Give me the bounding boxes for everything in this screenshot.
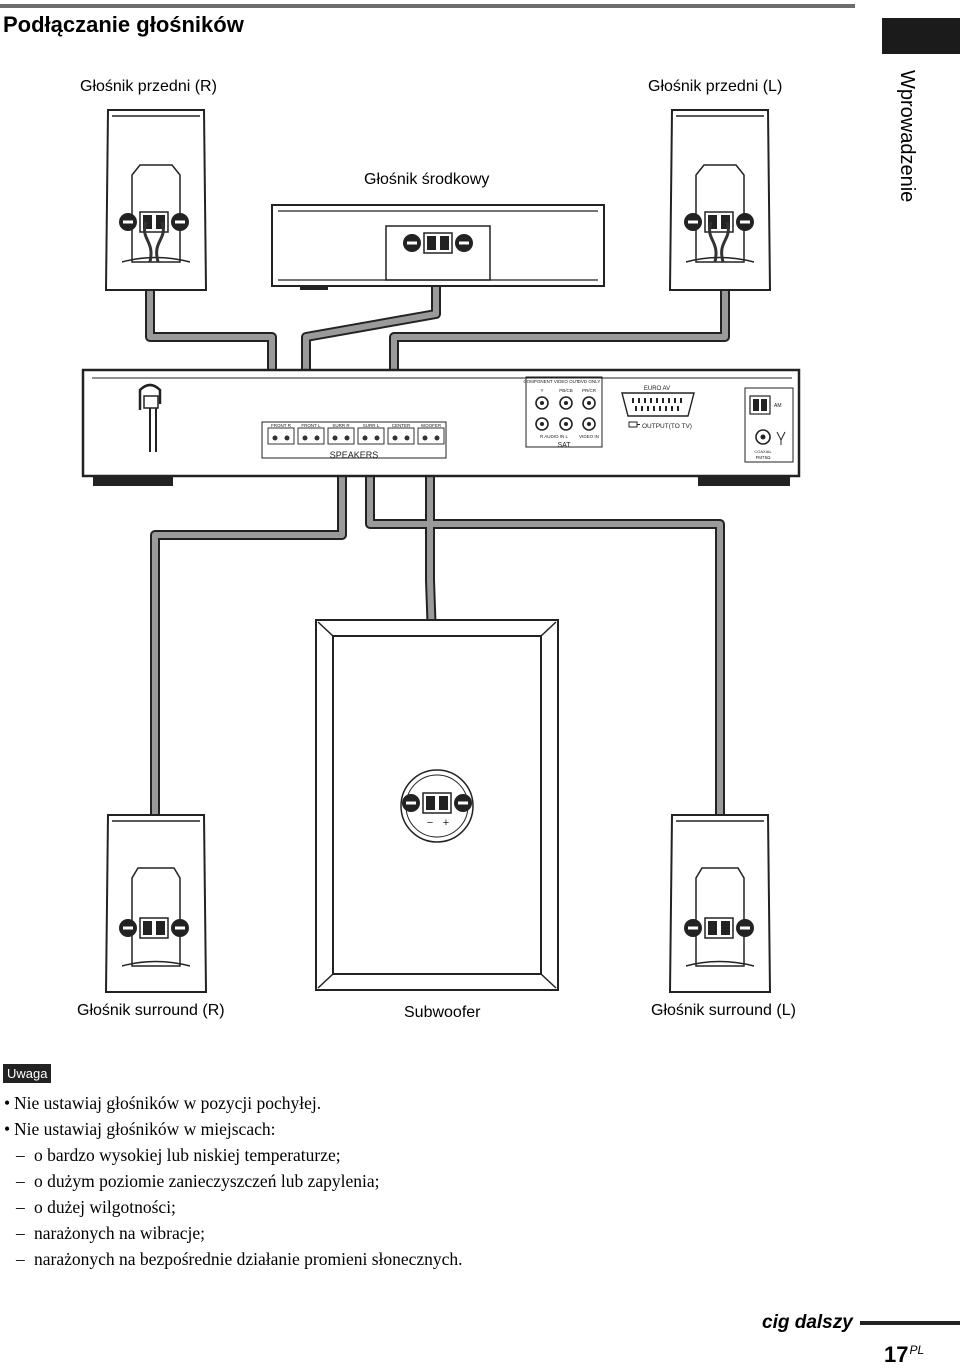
sat-label: SAT — [557, 442, 571, 449]
component-video-out-label: COMPONENT VIDEO OUT — [523, 379, 578, 384]
euro-av-label: EURO AV — [644, 386, 670, 392]
subwoofer: − + — [315, 619, 559, 991]
video-in-label: VIDEO IN — [579, 434, 599, 439]
coaxial-label: COAXIAL — [754, 449, 772, 454]
note-dash-item: o dużej wilgotności; — [4, 1194, 463, 1220]
front-right-speaker — [104, 109, 208, 291]
y-label: Y — [540, 388, 543, 393]
audio-in-label: R AUDIO IN L — [540, 434, 569, 439]
front-left-speaker — [668, 109, 772, 291]
center-speaker — [271, 204, 605, 290]
subwoofer-plus-label: + — [443, 817, 449, 829]
label-surround-right: Głośnik surround (R) — [77, 1002, 225, 1019]
label-front-left: Głośnik przedni (L) — [648, 78, 783, 95]
page-number-suffix: PL — [909, 1343, 925, 1357]
terminal-label: FRONT L — [301, 423, 321, 428]
note-dash-item: o dużym poziomie zanieczyszczeń lub zapy… — [4, 1168, 463, 1194]
note-dash-item: narażonych na wibracje; — [4, 1220, 463, 1246]
note-dash-item: narażonych na bezpośrednie działanie pro… — [4, 1246, 463, 1272]
surround-left-speaker — [668, 814, 772, 993]
page-title: Podłączanie głośników — [3, 12, 244, 37]
dvd-only-label: DVD ONLY — [578, 379, 601, 384]
page-number: 17PL — [884, 1342, 924, 1368]
terminal-label: WOOFER — [421, 423, 442, 428]
top-rule — [0, 4, 855, 8]
continued-rule — [860, 1321, 960, 1325]
subwoofer-minus-label: − — [427, 817, 433, 829]
output-to-tv-label: OUTPUT(TO TV) — [642, 423, 692, 430]
note-badge: Uwaga — [3, 1064, 52, 1083]
terminal-label: SURR L — [363, 423, 380, 428]
page-number-value: 17 — [884, 1342, 909, 1367]
continued-label: cig dalszy — [762, 1312, 853, 1333]
label-center: Głośnik środkowy — [364, 171, 490, 188]
receiver-rear-panel: FRONT R FRONT L SURR R SURR L CENTER WOO… — [81, 368, 801, 486]
label-surround-left: Głośnik surround (L) — [651, 1002, 796, 1019]
speaker-connection-diagram: FRONT R FRONT L SURR R SURR L CENTER WOO… — [81, 109, 801, 993]
section-tab-label: Wprowadzenie — [896, 70, 918, 203]
terminal-label: SURR R — [332, 423, 350, 428]
am-label: AM — [774, 403, 782, 409]
terminal-label: FRONT R — [271, 423, 292, 428]
pb-label: PB/CB — [559, 388, 573, 393]
note-bullet: Nie ustawiaj głośników w miejscach: — [4, 1116, 463, 1142]
note-bullet: Nie ustawiaj głośników w pozycji pochyłe… — [4, 1090, 463, 1116]
terminal-label: CENTER — [392, 423, 411, 428]
section-tab-marker — [882, 18, 960, 54]
note-dash-item: o bardzo wysokiej lub niskiej temperatur… — [4, 1142, 463, 1168]
surround-right-speaker — [104, 814, 208, 993]
label-subwoofer: Subwoofer — [404, 1004, 481, 1021]
pr-label: PR/CR — [582, 388, 597, 393]
notes-list: Nie ustawiaj głośników w pozycji pochyłe… — [4, 1090, 463, 1272]
speakers-label: SPEAKERS — [330, 450, 379, 460]
fm-label: FM75Ω — [756, 455, 772, 460]
label-front-right: Głośnik przedni (R) — [80, 78, 217, 95]
